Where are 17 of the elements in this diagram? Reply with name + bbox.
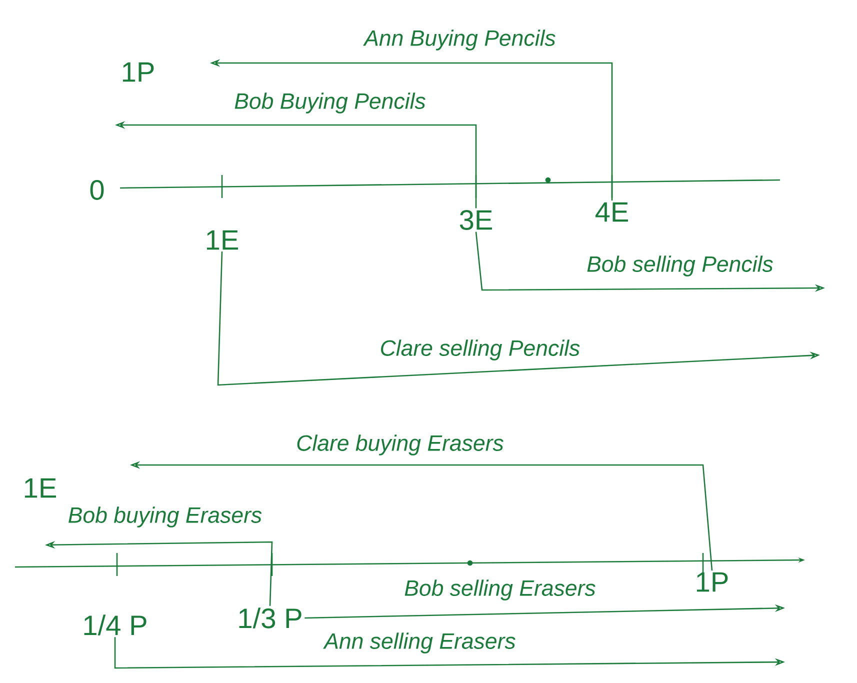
edge-label: Clare selling Pencils [381,340,580,360]
tick-label: 1/3 P [239,608,302,628]
tick-label: 1P [696,572,728,592]
unit-label: 0 [90,180,104,200]
edge-label: Bob Buying Pencils [234,92,426,114]
edge-label: Bob selling Pencils [587,256,773,276]
tick-label: 4E [595,202,628,222]
tick-label: 3E [460,210,492,230]
tick-label: 1/4 P [84,614,146,636]
tick-label: 1E [206,230,238,250]
edge-label: Clare buying Erasers [297,434,504,456]
edge-label: Ann Buying Pencils [363,30,556,50]
edge-label: Ann selling Erasers [323,632,516,654]
edge-label: Bob selling Erasers [404,580,596,600]
edge-label: Bob buying Erasers [68,506,262,528]
unit-label: 1E [24,478,56,498]
unit-label: 1P [122,62,154,82]
